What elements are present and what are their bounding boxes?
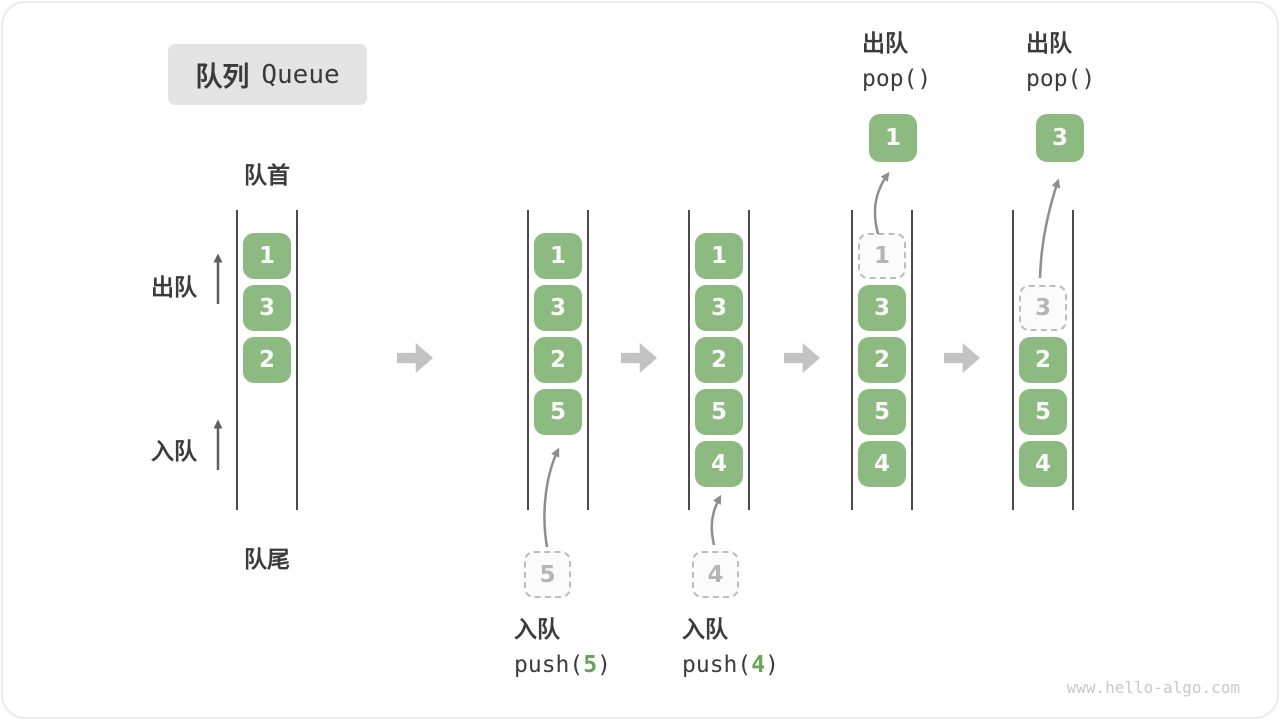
code-close: ) xyxy=(765,652,779,678)
title-zh: 队列 xyxy=(195,62,250,93)
queue-item: 3 xyxy=(695,285,743,331)
queue-item: 5 xyxy=(534,389,582,435)
popped-item: 3 xyxy=(1036,114,1084,162)
queue-wall-left xyxy=(527,210,529,510)
queue-item: 3 xyxy=(243,285,291,331)
title-badge: 队列 Queue xyxy=(168,44,367,105)
queue-wall-right xyxy=(748,210,750,510)
title-en: Queue xyxy=(261,59,340,90)
removed-item-ghost: 1 xyxy=(858,233,906,279)
caption-action: 入队 xyxy=(514,617,560,643)
queue-wall-left xyxy=(236,210,238,510)
caption-pop1: 出队 pop() xyxy=(862,26,931,96)
code-open: push( xyxy=(682,652,752,678)
queue-item: 2 xyxy=(858,337,906,383)
label-queue-front: 队首 xyxy=(244,163,290,189)
caption-action: 出队 xyxy=(862,31,908,57)
label-enqueue: 入队 xyxy=(151,439,197,465)
queue-wall-right xyxy=(911,210,913,510)
incoming-item-ghost: 4 xyxy=(692,551,739,598)
queue-wall-right xyxy=(1072,210,1074,510)
queue-wall-right xyxy=(296,210,298,510)
queue-item: 2 xyxy=(243,337,291,383)
queue-wall-left xyxy=(851,210,853,510)
queue-wall-right xyxy=(587,210,589,510)
code-arg: 4 xyxy=(751,652,766,678)
queue-item: 3 xyxy=(534,285,582,331)
queue-item: 2 xyxy=(534,337,582,383)
caption-code: pop() xyxy=(1026,66,1096,92)
queue-item: 4 xyxy=(695,441,743,487)
queue-item: 3 xyxy=(858,285,906,331)
caption-code: pop() xyxy=(862,66,932,92)
caption-code: push(4) xyxy=(682,648,779,682)
caption-push4: 入队 push(4) xyxy=(682,612,779,682)
queue-item: 5 xyxy=(695,389,743,435)
queue-item: 1 xyxy=(243,233,291,279)
code-close: ) xyxy=(597,652,611,678)
queue-item: 5 xyxy=(1019,389,1067,435)
queue-item: 1 xyxy=(534,233,582,279)
queue-item: 4 xyxy=(858,441,906,487)
label-dequeue: 出队 xyxy=(151,275,197,301)
label-queue-rear: 队尾 xyxy=(244,547,290,573)
removed-item-ghost: 3 xyxy=(1019,285,1067,331)
caption-action: 出队 xyxy=(1026,31,1072,57)
incoming-item-ghost: 5 xyxy=(524,551,571,598)
queue-item: 5 xyxy=(858,389,906,435)
queue-item: 1 xyxy=(695,233,743,279)
code-arg: 5 xyxy=(583,652,598,678)
caption-pop2: 出队 pop() xyxy=(1026,26,1095,96)
popped-item: 1 xyxy=(869,114,917,162)
queue-wall-left xyxy=(688,210,690,510)
caption-code: push(5) xyxy=(514,648,611,682)
queue-item: 4 xyxy=(1019,441,1067,487)
queue-wall-left xyxy=(1012,210,1014,510)
caption-push5: 入队 push(5) xyxy=(514,612,611,682)
watermark: www.hello-algo.com xyxy=(1066,678,1240,697)
code-open: push( xyxy=(514,652,584,678)
queue-item: 2 xyxy=(1019,337,1067,383)
caption-action: 入队 xyxy=(682,617,728,643)
queue-item: 2 xyxy=(695,337,743,383)
